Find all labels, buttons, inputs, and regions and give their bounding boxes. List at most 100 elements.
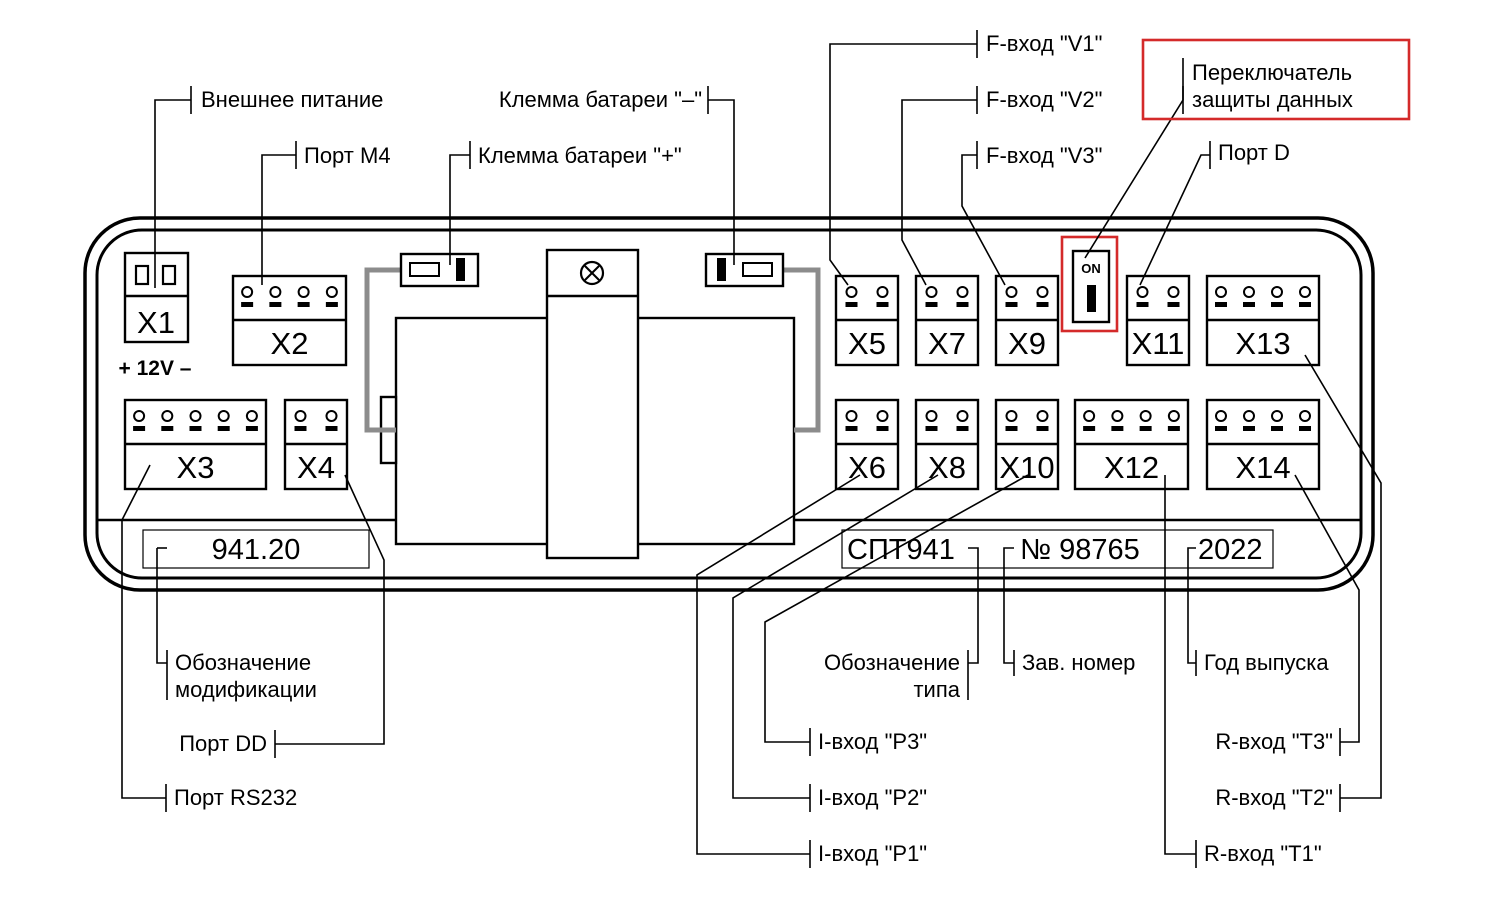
pin-clamp [876,426,889,431]
pin-clamp [845,426,858,431]
pin-clamp [1299,302,1311,307]
connector-label: X5 [848,326,886,361]
pin-clamp [245,426,258,431]
callout-f-v3: F-вход "V3" [986,143,1102,168]
pin-clamp [1005,426,1018,431]
callout-year: Год выпуска [1204,650,1329,675]
pin-clamp [1167,426,1180,431]
pin-clamp [845,302,858,307]
nameplate-right: СПТ941 № 98765 2022 [841,529,1274,569]
pin-icon [241,286,254,298]
pin-icon [1271,410,1283,422]
battery-holder [379,248,796,560]
callout-battery-plus: Клемма батареи "+" [478,143,682,168]
pin-icon [217,410,230,422]
pin-clamp [1111,426,1124,431]
callout-battery-minus: Клемма батареи "–" [499,87,702,112]
type-value: СПТ941 [847,534,955,566]
callout-labels: Внешнее питание Порт M4 Клемма батареи "… [174,31,1353,866]
connector-x7: X7 [914,274,980,367]
callout-protect-line2: защиты данных [1192,87,1353,112]
pin-icon [269,286,282,298]
connector-x9: X9 [994,274,1060,367]
callout-i-p1: I-вход "P1" [818,841,927,866]
callout-r-t2: R-вход "T2" [1215,785,1333,810]
callout-f-v2: F-вход "V2" [986,87,1102,112]
pin-clamp [1136,302,1149,307]
pin-clamp [925,426,938,431]
pin-clamp [294,426,307,431]
connector-x13: X13 [1205,274,1321,367]
callout-port-m4: Порт M4 [304,143,391,168]
connector-label: X14 [1235,450,1290,485]
callout-type-line1: Обозначение [824,650,960,675]
switch-lever [1087,285,1096,312]
pin-clamp [1243,426,1255,431]
pin-clamp [1005,302,1018,307]
pin-clamp [161,426,174,431]
pin-icon [1243,286,1255,298]
switch-highlight [1060,235,1119,333]
modification-value: 941.20 [212,534,301,566]
callout-serial: Зав. номер [1022,650,1135,675]
pin-icon [956,286,969,298]
pin-clamp [1299,426,1311,431]
pin-icon [161,410,174,422]
pin-clamp [217,426,230,431]
pin-icon [876,286,889,298]
connector-label: X12 [1104,450,1159,485]
connector-x5: X5 [834,274,900,367]
device-housing-inner [95,228,1363,580]
data-protection-switch: ON [1060,235,1119,333]
callout-port-d: Порт D [1218,140,1290,165]
pin-clamp [1167,302,1180,307]
callout-ext-power: Внешнее питание [201,87,383,112]
pin-clamp [1243,302,1255,307]
callout-type-line2: типа [913,677,960,702]
connector-label: X11 [1132,326,1185,361]
device-housing-outer [83,216,1375,592]
pin-icon [1036,286,1049,298]
pin-icon [845,410,858,422]
pin-icon [1271,286,1283,298]
pin-icon [1167,286,1180,298]
power-polarity-label: + 12V – [119,357,192,380]
pin-icon [1111,410,1124,422]
connector-label: X7 [928,326,966,361]
connector-label: X8 [928,450,966,485]
pin-icon [1139,410,1152,422]
pin-icon [1299,410,1311,422]
pin-clamp [956,426,969,431]
pin-icon [1215,410,1227,422]
connector-x8: X8 [914,398,980,491]
connector-label: X9 [1008,326,1046,361]
pin-icon [1005,410,1018,422]
pin-clamp [189,426,202,431]
pin-clamp [325,302,338,307]
pin-clamp [1036,302,1049,307]
pin-icon [1243,410,1255,422]
connector-label: X2 [271,326,309,361]
pin-clamp [1215,426,1227,431]
connector-label: X10 [999,450,1054,485]
callout-protect-line1: Переключатель [1192,60,1352,85]
pin-clamp [325,426,338,431]
callout-i-p3: I-вход "P3" [818,729,927,754]
serial-value: № 98765 [1020,534,1140,566]
callout-mod-line2: модификации [175,677,317,702]
pin-clamp [1271,302,1283,307]
battery-wires [364,267,821,433]
protect-callout-highlight [1141,38,1411,121]
connector-x6: X6 [834,398,900,491]
pin-icon [1136,286,1149,298]
connector-x10: X10 [994,398,1060,491]
pin-clamp [269,302,282,307]
pin-icon [245,410,258,422]
pin-icon [1215,286,1227,298]
pin-icon [297,286,310,298]
callout-i-p2: I-вход "P2" [818,785,927,810]
pin-icon [1005,286,1018,298]
connector-x2: X2 [231,274,348,367]
connector-x12: X12 [1073,398,1190,491]
